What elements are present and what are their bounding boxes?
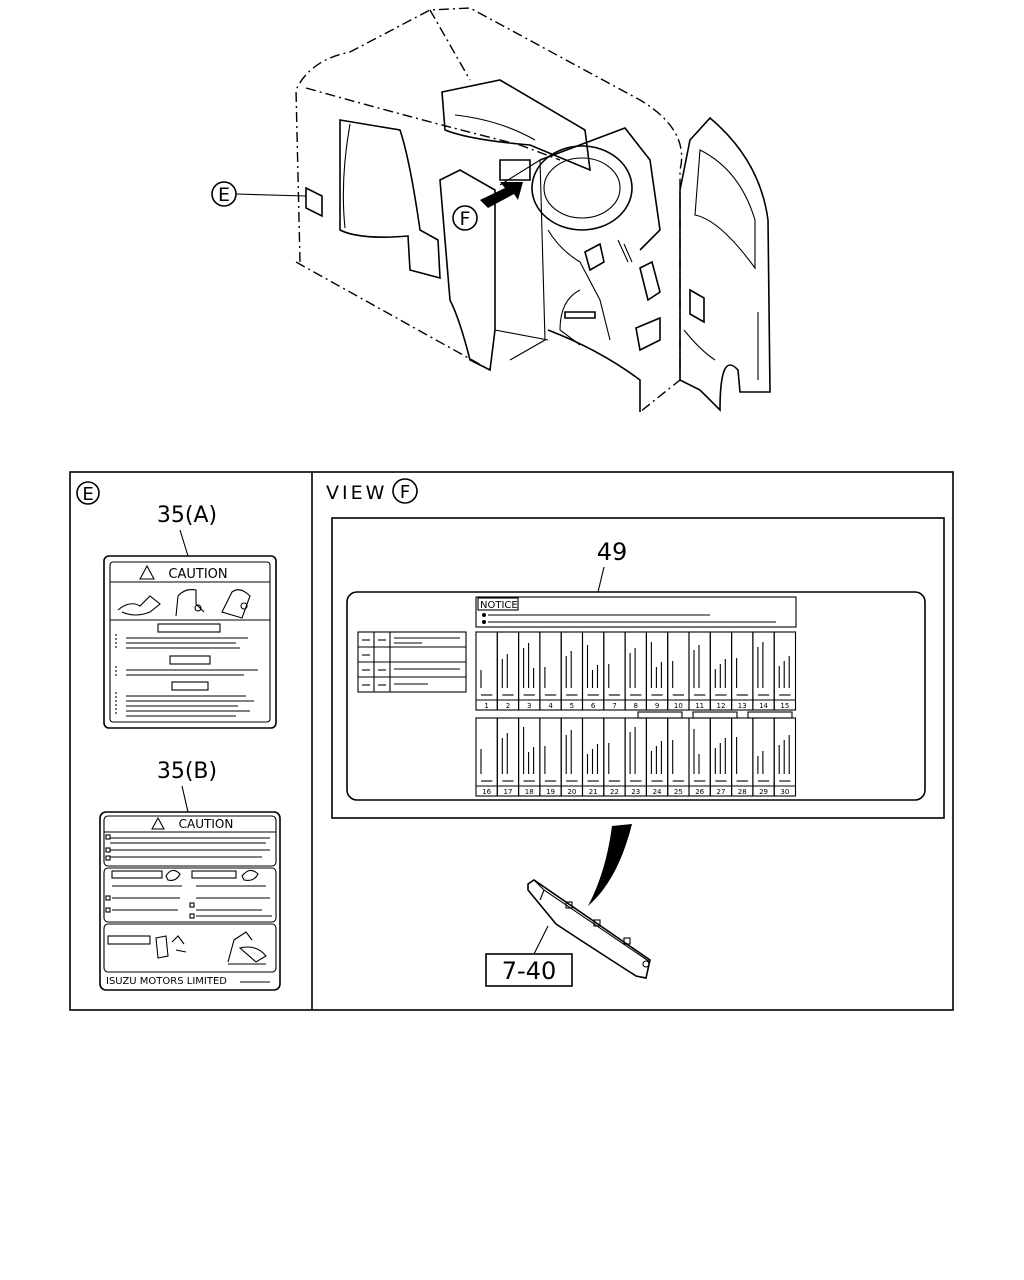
fuse-legend-table <box>357 631 467 693</box>
fuse-cell-23: 23 <box>624 717 647 797</box>
fuse-number: 6 <box>591 702 596 710</box>
fuse-cell-17: 17 <box>496 717 520 797</box>
callout-e: E <box>211 181 307 207</box>
fuse-cell-21: 21 <box>581 717 605 797</box>
notice-header: NOTICE <box>480 600 518 611</box>
fuse-number: 17 <box>503 788 512 796</box>
fuse-number: 21 <box>589 788 598 796</box>
fuse-number: 13 <box>738 702 747 710</box>
part-label-49: 49 <box>597 538 628 566</box>
fuse-number: 10 <box>674 702 683 710</box>
fuse-cell-28: 28 <box>731 717 754 797</box>
view-f-panel: VIEW F 49 NOTICE <box>326 478 945 987</box>
view-f-letter: F <box>400 482 410 503</box>
fuse-number: 25 <box>674 788 683 796</box>
callout-f: F <box>452 205 478 231</box>
label-e-location <box>305 186 323 218</box>
fuse-number: 26 <box>695 788 704 796</box>
pictogram-row-35a <box>117 589 251 619</box>
fuse-cell-2: 2 <box>496 631 520 711</box>
warning-triangle-icon <box>139 564 155 580</box>
fuse-number: 22 <box>610 788 619 796</box>
fuse-cell-22: 22 <box>603 717 626 797</box>
fuse-number: 18 <box>525 788 534 796</box>
fuse-row-2: 16 17 18 19 20 21 22 23 24 25 26 27 28 29 30 <box>475 717 797 797</box>
fuse-cell-20: 20 <box>560 717 584 797</box>
curved-arrow-icon <box>588 824 632 906</box>
fuse-number: 16 <box>482 788 491 796</box>
fuse-cell-3: 3 <box>518 631 541 711</box>
view-direction-arrow-icon <box>480 182 523 208</box>
fuse-number: 28 <box>738 788 747 796</box>
fuse-number: 7 <box>612 702 616 710</box>
manufacturer-footer: ISUZU MOTORS LIMITED <box>106 976 227 987</box>
fuse-cell-29: 29 <box>752 717 775 797</box>
fuse-cell-15: 15 <box>773 631 797 711</box>
fuse-number: 2 <box>506 702 510 710</box>
caution-label-35a: CAUTION <box>103 555 277 729</box>
fuse-cell-16: 16 <box>475 717 498 797</box>
fuse-number: 24 <box>653 788 662 796</box>
fuse-number: 15 <box>780 702 789 710</box>
fuse-number: 29 <box>759 788 768 796</box>
fuse-number: 19 <box>546 788 555 796</box>
fuse-number: 20 <box>567 788 576 796</box>
fuse-cell-4: 4 <box>539 631 562 711</box>
label-49-location <box>499 159 531 181</box>
view-e-letter: E <box>82 484 93 505</box>
fuse-cell-6: 6 <box>581 631 605 711</box>
detail-frame <box>69 471 954 1011</box>
fuse-cell-5: 5 <box>560 631 584 711</box>
fuse-number: 27 <box>716 788 725 796</box>
fuse-number: 14 <box>759 702 768 710</box>
fuse-number: 8 <box>634 702 638 710</box>
fuse-cell-13: 13 <box>731 631 754 711</box>
fuse-number: 12 <box>716 702 725 710</box>
fuse-cell-9: 9 <box>645 631 669 711</box>
fuse-number: 23 <box>631 788 640 796</box>
fuse-number: 1 <box>484 702 488 710</box>
part-label-740: 7-40 <box>502 957 556 985</box>
part-label-740-box <box>485 953 573 987</box>
fuse-cell-11: 11 <box>688 631 711 711</box>
fuse-number: 3 <box>527 702 531 710</box>
view-f-box <box>331 517 945 819</box>
fuse-box-cover-part <box>527 879 651 979</box>
caution-header-35a: CAUTION <box>168 567 227 582</box>
fuse-cell-12: 12 <box>709 631 733 711</box>
view-e-panel: E 35(A) CAUTION <box>76 481 281 991</box>
warning-triangle-icon <box>151 816 165 830</box>
part-label-35a: 35(A) <box>157 503 217 528</box>
svg-text:E: E <box>218 184 230 206</box>
fuse-cell-30: 30 <box>773 717 797 797</box>
fuse-number: 9 <box>655 702 659 710</box>
fuse-notice-label-49: NOTICE <box>346 591 926 801</box>
fuse-number: 5 <box>570 702 574 710</box>
fuse-cell-8: 8 <box>624 631 647 711</box>
fuse-cell-19: 19 <box>539 717 562 797</box>
fuse-number: 11 <box>695 702 704 710</box>
fuse-cell-27: 27 <box>709 717 733 797</box>
caution-header-35b: CAUTION <box>179 817 234 831</box>
fuse-cell-10: 10 <box>667 631 690 711</box>
part-label-35b: 35(B) <box>157 759 217 784</box>
caution-label-35b: CAUTION <box>99 811 281 991</box>
fuse-number: 4 <box>548 702 553 710</box>
fuse-cell-7: 7 <box>603 631 626 711</box>
view-f-prefix: VIEW <box>326 482 387 504</box>
cab-illustration <box>295 7 771 413</box>
fuse-cell-25: 25 <box>667 717 690 797</box>
fuse-cell-18: 18 <box>518 717 541 797</box>
fuse-cell-1: 1 <box>475 631 498 711</box>
svg-text:F: F <box>460 208 471 230</box>
fuse-number: 30 <box>780 788 789 796</box>
fuse-cell-26: 26 <box>688 717 711 797</box>
fuse-cell-14: 14 <box>752 631 775 711</box>
fuse-cell-24: 24 <box>645 717 669 797</box>
